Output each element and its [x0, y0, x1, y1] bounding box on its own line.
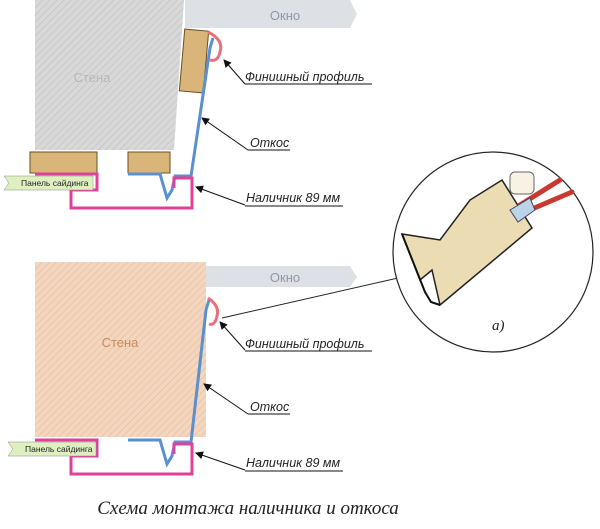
trim-label: Наличник 89 мм [246, 191, 340, 205]
window-label: Окно [270, 270, 300, 285]
detail-label: а) [492, 318, 505, 334]
callout-line [221, 277, 399, 319]
detail-callout: а) [221, 151, 594, 353]
wall [35, 262, 206, 437]
finish-profile [207, 30, 223, 62]
scissors-icon [509, 177, 575, 223]
panel-label: Панель сайдинга [25, 444, 93, 454]
finish-profile-label: Финишный профиль [245, 70, 364, 84]
clip-detail-icon [509, 171, 535, 195]
slope-panel-cut [400, 178, 533, 307]
trim-label: Наличник 89 мм [246, 456, 340, 470]
slope-label: Откос [250, 136, 290, 150]
wood-board [29, 151, 98, 174]
wall-label: Стена [74, 70, 112, 85]
wood-board [127, 151, 171, 174]
wall [35, 0, 184, 150]
slope-label: Откос [250, 400, 290, 414]
wall-label: Стена [102, 335, 140, 350]
panel-tag [7, 441, 97, 457]
wood-block [178, 28, 210, 94]
window-bar [185, 0, 357, 28]
window-bar [205, 266, 357, 287]
panel-label: Панель сайдинга [21, 178, 89, 188]
panel-tag [3, 175, 94, 191]
window-label: Окно [270, 8, 300, 23]
trim-profile [35, 172, 194, 210]
finish-profile-label: Финишный профиль [245, 337, 364, 351]
finish-profile [207, 296, 220, 326]
trim-profile [35, 438, 194, 476]
diagram-caption: Схема монтажа наличника и откоса [97, 498, 399, 519]
top-section: Окно Стена Панель сайдинга Финишный проф… [3, 0, 372, 210]
bottom-section: Окно Стена Панель сайдинга Финишный проф… [7, 262, 372, 476]
